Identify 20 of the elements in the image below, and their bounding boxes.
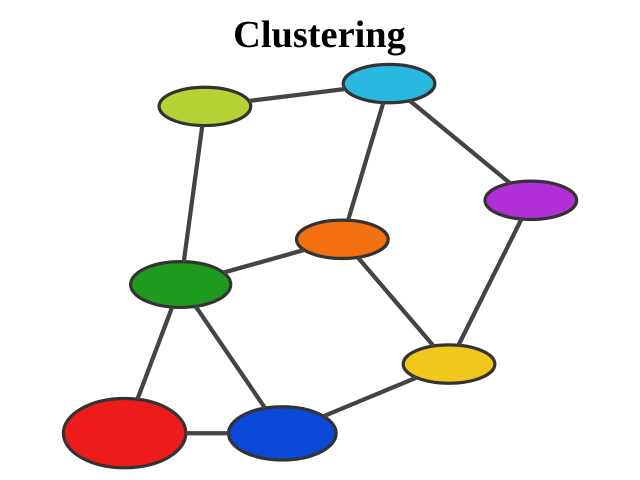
node-circle (402, 342, 496, 384)
connector (182, 125, 204, 262)
diagram-title: Clustering (233, 14, 406, 56)
connector (456, 218, 524, 346)
connector (194, 304, 267, 409)
node-circle (129, 260, 232, 309)
connector (248, 86, 346, 103)
connector (223, 247, 305, 274)
connector (322, 375, 418, 418)
node-circle (62, 396, 188, 469)
node-circle (226, 404, 338, 462)
node-circle (158, 85, 252, 127)
node-circle (294, 218, 390, 260)
connector (346, 102, 386, 220)
node-circle (342, 62, 436, 104)
node-circle (483, 179, 578, 221)
connector (356, 256, 436, 347)
connector (186, 430, 229, 435)
connector (135, 306, 174, 400)
connector (408, 98, 512, 184)
